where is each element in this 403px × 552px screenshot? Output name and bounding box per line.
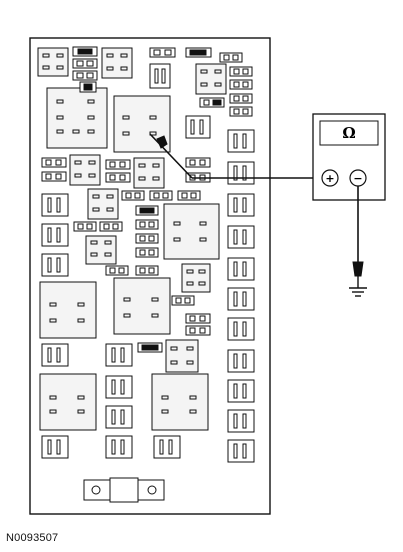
ground-lead [352, 186, 364, 288]
ground-symbol [349, 287, 367, 297]
right-column-fuses [227, 129, 255, 463]
negative-terminal-label: − [353, 172, 362, 185]
meter-display-symbol: Ω [342, 124, 355, 142]
fuse-box-outline [29, 37, 271, 515]
positive-terminal [321, 169, 339, 187]
lower-relays [39, 203, 220, 459]
test-probe [149, 133, 328, 179]
upper-relays [46, 81, 211, 153]
left-column-fuses [41, 193, 69, 459]
top-small-components [37, 46, 253, 117]
bottom-mega-fuse [83, 477, 165, 503]
positive-terminal-label: + [325, 172, 334, 185]
figure-id: N0093507 [6, 532, 59, 544]
multimeter: Ω + − [312, 113, 386, 201]
middle-mini-fuses [41, 154, 211, 276]
